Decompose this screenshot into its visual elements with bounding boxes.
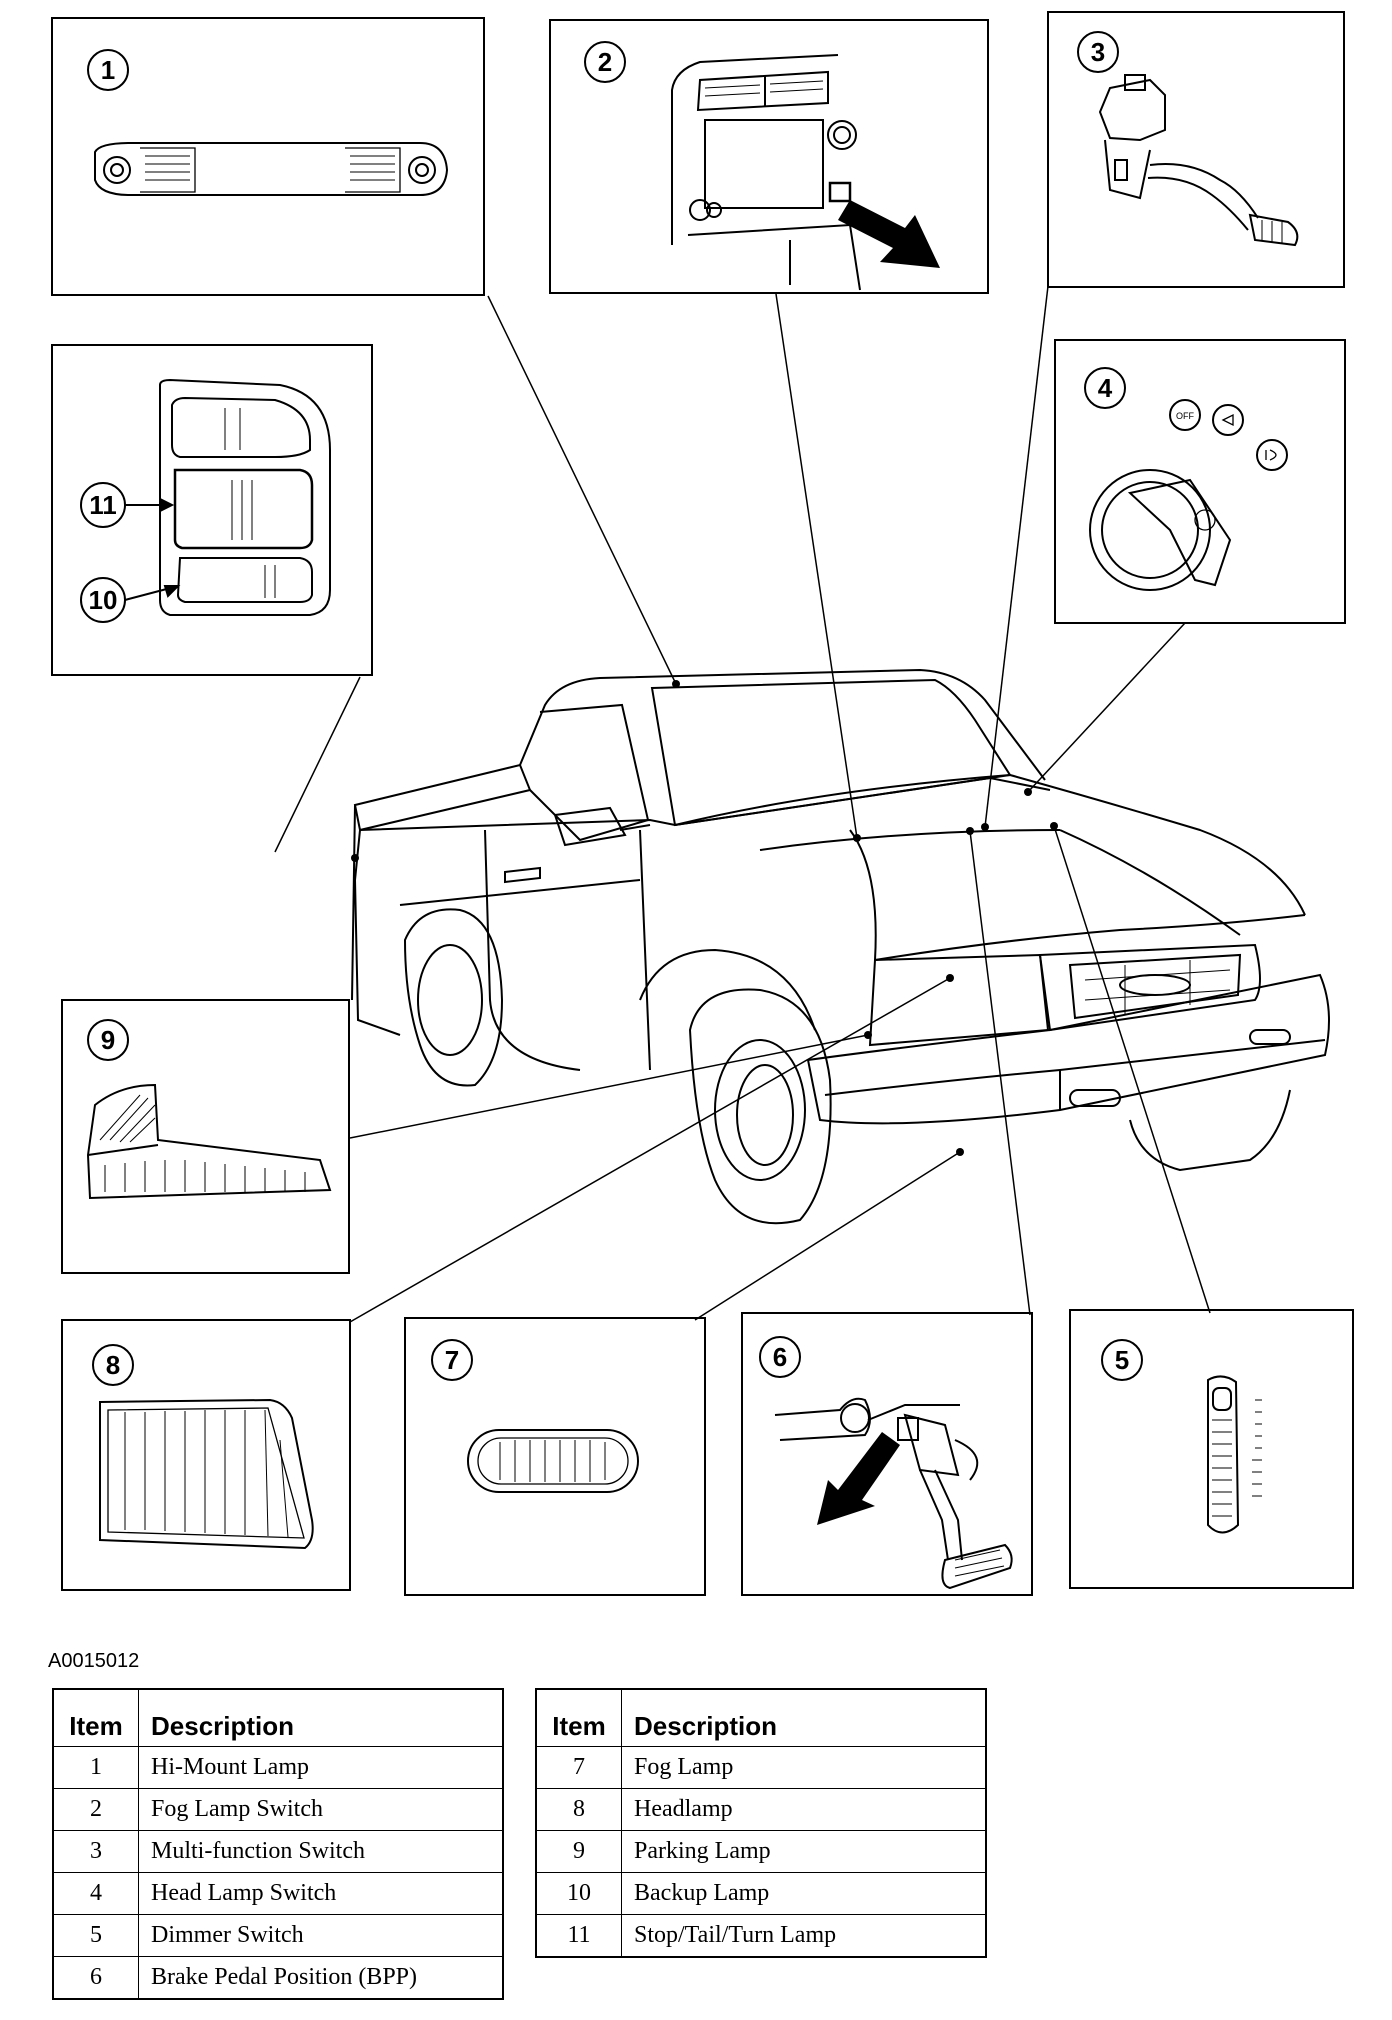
item-description: Dimmer Switch [138, 1914, 504, 1957]
leader-dots [351, 680, 1058, 1156]
item-description: Hi-Mount Lamp [138, 1746, 504, 1789]
figure-id: A0015012 [48, 1650, 140, 1672]
head-lamp-switch-icon [1089, 399, 1288, 591]
item-number: 9 [535, 1830, 622, 1873]
callout-number-4: 4 [1098, 373, 1113, 403]
switch-off-label: OFF [1176, 411, 1194, 421]
arrow-icon [817, 1432, 900, 1525]
item-description: Stop/Tail/Turn Lamp [621, 1914, 987, 1958]
description-header: Description [138, 1688, 504, 1747]
item-number: 1 [52, 1746, 139, 1789]
item-description: Fog Lamp [621, 1746, 987, 1789]
panel-2-frame [549, 19, 989, 294]
rear-lamp-assembly-icon [124, 378, 331, 616]
item-description: Brake Pedal Position (BPP) [138, 1956, 504, 2000]
panel-6-frame [741, 1312, 1033, 1596]
item-number: 3 [52, 1830, 139, 1873]
item-description: Parking Lamp [621, 1830, 987, 1873]
leader-lines [274, 285, 1211, 1323]
callout-circles [80, 31, 1143, 1386]
panel-7-frame [404, 1317, 706, 1596]
callout-number-5: 5 [1115, 1345, 1129, 1375]
headlamp-icon [99, 1398, 314, 1550]
item-number: 6 [52, 1956, 139, 2000]
fog-lamp-icon [467, 1429, 639, 1493]
item-number: 8 [535, 1788, 622, 1831]
item-description: Headlamp [621, 1788, 987, 1831]
callout-number-3: 3 [1091, 37, 1105, 67]
dimmer-switch-icon [1207, 1375, 1262, 1534]
callout-number-11: 11 [89, 490, 117, 520]
hi-mount-lamp-icon [94, 142, 449, 196]
callout-number-1: 1 [101, 55, 115, 85]
brake-pedal-position-switch-icon [774, 1397, 1013, 1590]
item-header: Item [52, 1688, 139, 1747]
panel-4-frame [1054, 339, 1346, 624]
arrow-icon [838, 200, 940, 268]
panel-3-frame [1047, 11, 1345, 288]
item-number: 7 [535, 1746, 622, 1789]
item-number: 5 [52, 1914, 139, 1957]
item-description: Backup Lamp [621, 1872, 987, 1915]
callout-number-10: 10 [89, 585, 118, 615]
panel-5-frame [1069, 1309, 1354, 1589]
panel-10-11-frame [51, 344, 373, 676]
item-number: 10 [535, 1872, 622, 1915]
pickup-truck-icon [351, 668, 1330, 1225]
item-header: Item [535, 1688, 622, 1747]
item-number: 11 [535, 1914, 622, 1958]
callout-number-9: 9 [101, 1025, 115, 1055]
fog-lamp-switch-icon [671, 54, 861, 291]
item-description: Multi-function Switch [138, 1830, 504, 1873]
item-number: 4 [52, 1872, 139, 1915]
description-header: Description [621, 1688, 987, 1747]
callout-number-2: 2 [598, 47, 612, 77]
callout-number-7: 7 [445, 1345, 459, 1375]
item-number: 2 [52, 1788, 139, 1831]
panel-8-frame [61, 1319, 351, 1591]
parking-lamp-icon [86, 1083, 332, 1200]
panel-9-frame [61, 999, 350, 1274]
callout-number-8: 8 [106, 1350, 120, 1380]
item-description: Head Lamp Switch [138, 1872, 504, 1915]
callout-number-6: 6 [773, 1342, 787, 1372]
multifunction-switch-icon [1098, 74, 1299, 247]
panel-1-frame [51, 17, 485, 296]
lighting-diagram: OFF [51, 11, 1354, 1596]
item-description: Fog Lamp Switch [138, 1788, 504, 1831]
